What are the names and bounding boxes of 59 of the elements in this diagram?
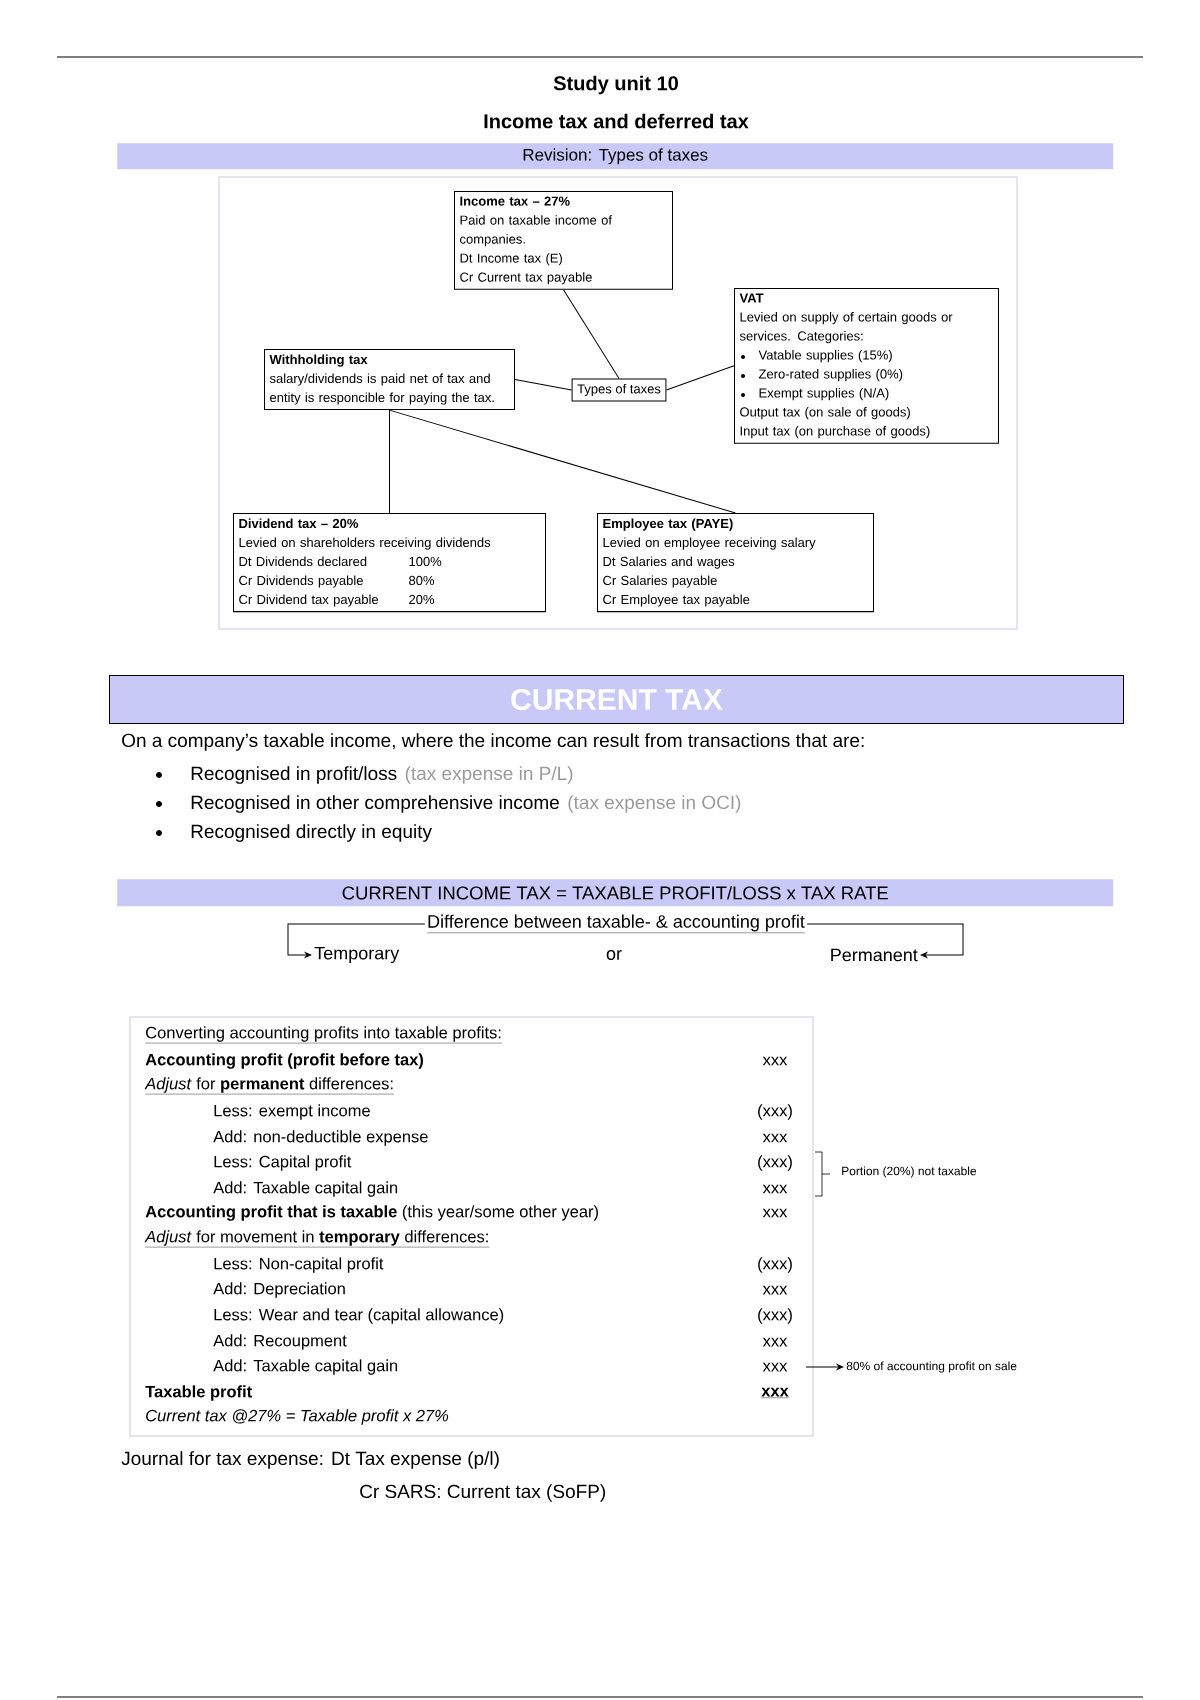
amount: (xxx)	[758, 1308, 792, 1324]
bullet-text: Recognised directly in equity	[191, 824, 432, 842]
connector-line	[514, 379, 573, 391]
tax-box: Withholding tax salary/dividends is paid net of tax and entity is responcible for paying the tax.	[264, 349, 515, 411]
note-text: (tax expense in OCI)	[568, 795, 741, 813]
amount: (xxx)	[758, 1257, 792, 1273]
journal-text: Journal for tax expense: Dt Tax expense (p/l)	[121, 1451, 499, 1469]
category-text: Permanent	[831, 948, 918, 962]
arrow	[287, 923, 426, 958]
section-band: Revision: Types of taxes	[117, 143, 1114, 170]
tax-box: Employee tax (PAYE) Levied on employee receiving salary Dt Salaries and wages Cr Salaries payable Cr Employee tax payable	[597, 513, 874, 613]
note-text: (tax expense in P/L)	[405, 766, 573, 784]
connector-line	[389, 409, 390, 514]
connector-line	[563, 289, 620, 379]
row-label: Accounting profit (profit before tax)	[145, 1053, 424, 1069]
table-heading: Converting accounting profits into taxable profits:	[145, 1026, 503, 1044]
tax-box: Income tax – 27% Paid on taxable income of companies. Dt Income tax (E) Cr Current tax payable	[454, 191, 673, 290]
tax-box: Types of taxes	[571, 378, 667, 402]
amount: (xxx)	[758, 1104, 792, 1120]
tax-box: Dividend tax – 20% Levied on shareholders receiving dividends Dt Dividends declared 100% Cr Dividends payable 80% Cr Dividend tax payable 20%	[233, 513, 546, 613]
journal-text: Cr SARS: Current tax (SoFP)	[360, 1484, 606, 1502]
row-label: Taxable profit	[145, 1385, 252, 1401]
row-label: Add: Taxable capital gain	[213, 1181, 398, 1197]
amount: xxx	[762, 1133, 788, 1143]
row-label: Add: Taxable capital gain	[213, 1359, 398, 1375]
row-label: Less: Capital profit	[214, 1155, 352, 1171]
amount: xxx	[762, 1337, 788, 1347]
connector-line	[389, 409, 736, 514]
amount: xxx	[762, 1285, 788, 1295]
row-label: Add: Recoupment	[213, 1334, 347, 1350]
formula-text: Current tax @27% = Taxable profit x 27%	[146, 1409, 449, 1425]
note-text: Portion (20%) not taxable	[842, 1166, 977, 1178]
heading-text: Difference between taxable- & accounting profit	[426, 914, 806, 933]
amount: xxx	[762, 1184, 788, 1194]
amount: xxx	[761, 1387, 789, 1398]
table-heading: Adjust for permanent differences:	[144, 1077, 395, 1095]
bullet-text: Recognised in profit/loss	[191, 766, 397, 784]
row-label: Less: Wear and tear (capital allowance)	[214, 1308, 504, 1324]
row-label: Less: Non-capital profit	[214, 1257, 384, 1273]
amount: xxx	[762, 1056, 788, 1066]
row-label: Less: exempt income	[214, 1104, 370, 1120]
table-heading: Adjust for movement in temporary differences:	[144, 1230, 490, 1248]
amount: (xxx)	[758, 1155, 792, 1171]
row-label: Add: Depreciation	[213, 1282, 345, 1298]
arrow	[805, 1364, 844, 1370]
note-text: 80% of accounting profit on sale	[846, 1361, 1017, 1373]
amount: xxx	[762, 1208, 788, 1218]
subtitle: Income tax and deferred tax	[484, 113, 749, 129]
row-label: Add: non-deductible expense	[213, 1130, 428, 1146]
tax-box: VAT Levied on supply of certain goods or services. Categories: Vatable supplies (15%) Zero-rated supplies (0%) Exempt supplies (N/A) Output tax (on sale of goods) Input tax (on purchase of goods)	[734, 288, 999, 444]
formula-band: CURRENT INCOME TAX = TAXABLE PROFIT/LOSS x TAX RATE	[117, 879, 1114, 907]
bullet-text: Recognised in other comprehensive income	[191, 795, 559, 813]
title: Study unit 10	[553, 75, 678, 95]
amount: xxx	[762, 1362, 788, 1372]
connector-line	[665, 365, 735, 391]
arrow	[806, 923, 964, 958]
row-label: Accounting profit that is taxable (this year/some other year)	[145, 1205, 598, 1221]
intro-text: On a company’s taxable income, where the income can result from transactions that are:	[122, 733, 864, 751]
category-text: Temporary	[314, 946, 400, 964]
